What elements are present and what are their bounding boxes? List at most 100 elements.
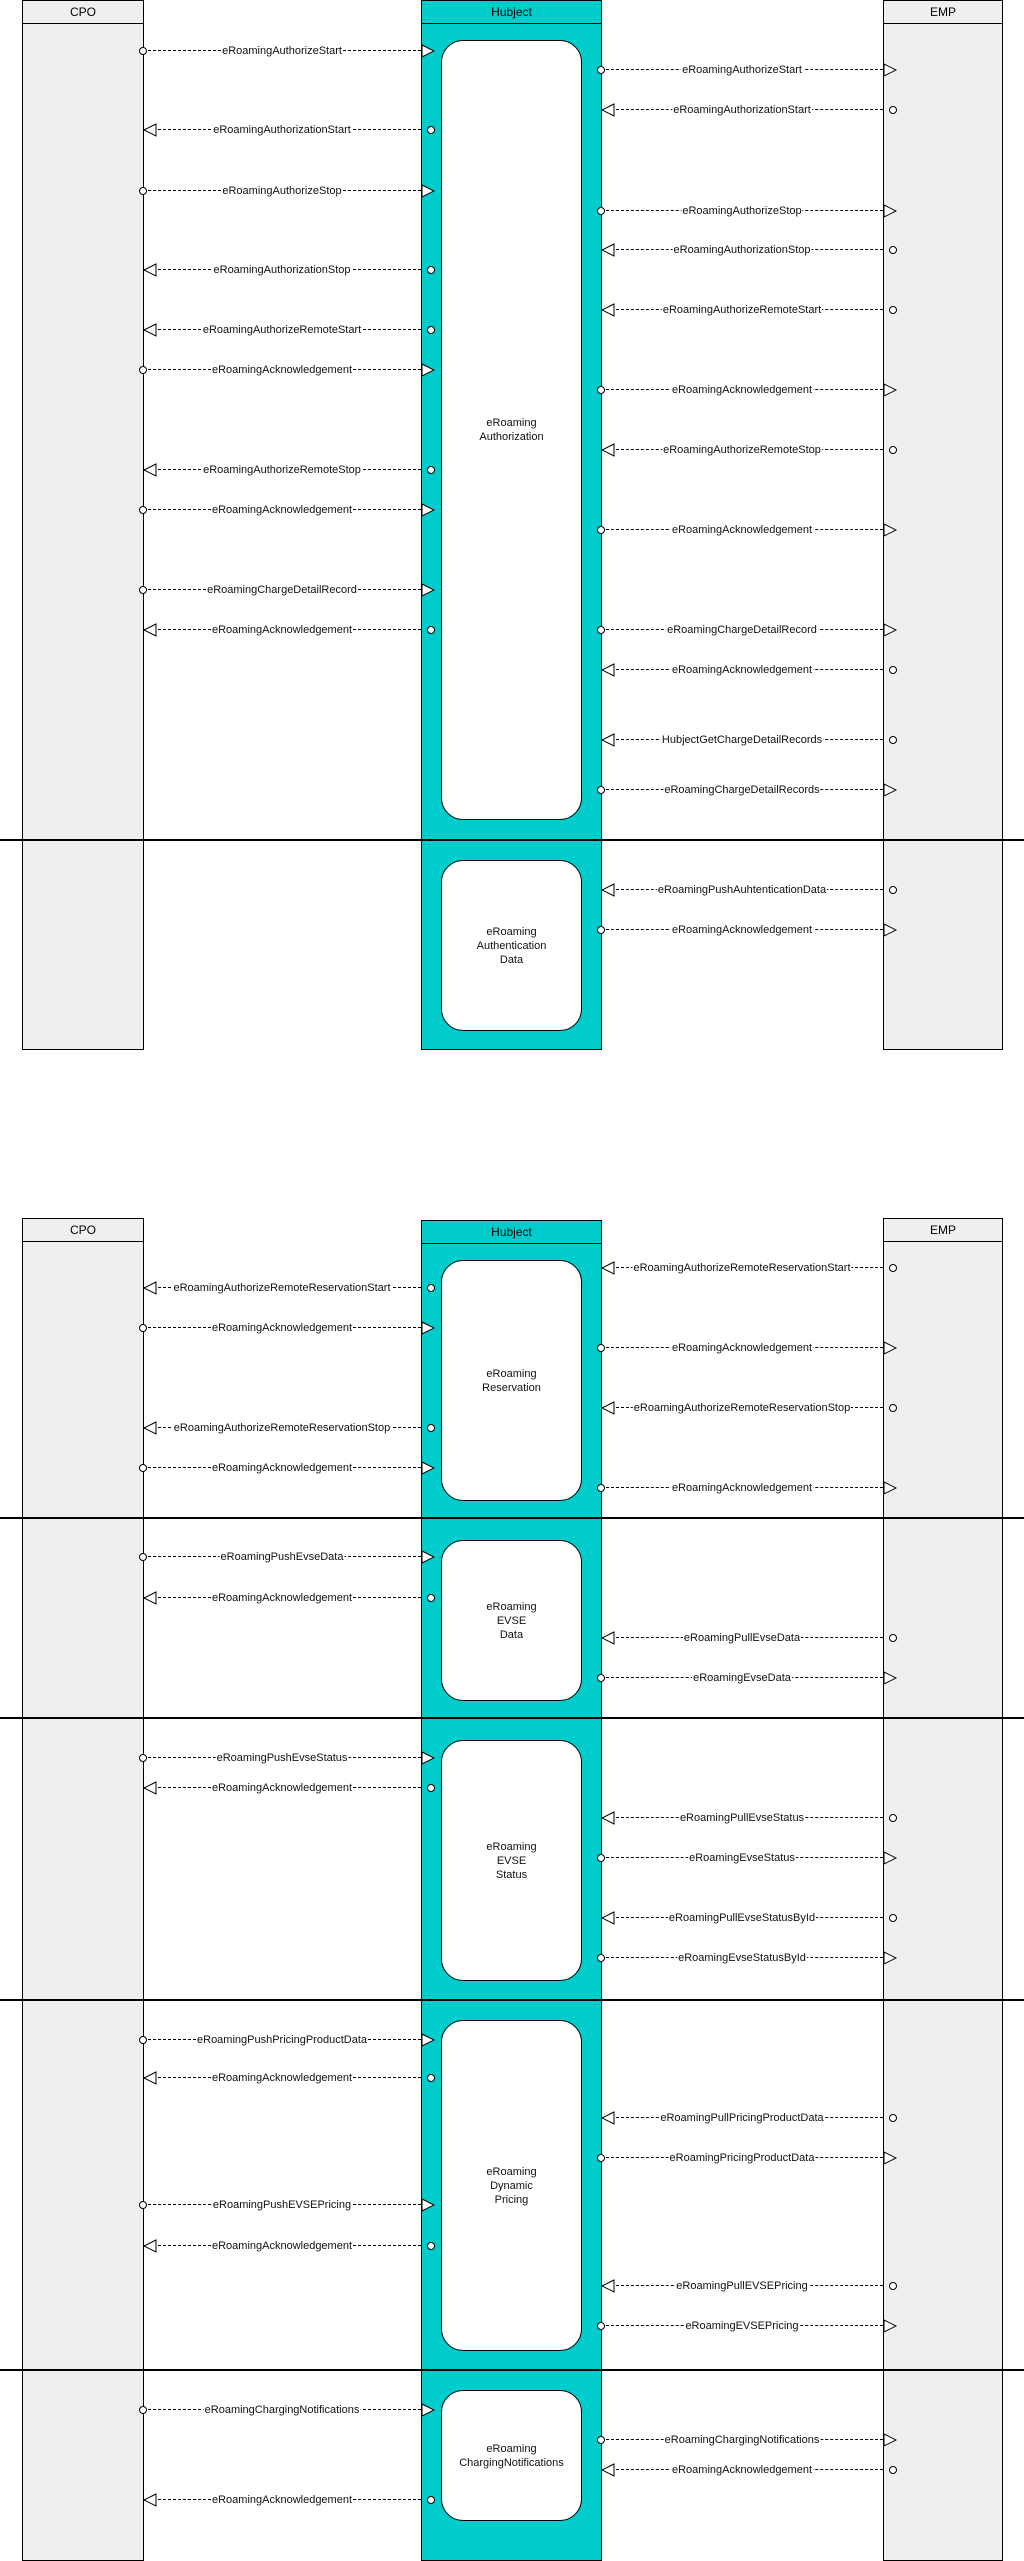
circle-end-icon — [139, 2406, 147, 2414]
message-label: eRoamingPushAuhtenticationData — [656, 883, 828, 897]
emp-lane: EMP — [883, 1218, 1003, 2561]
circle-end-icon — [427, 626, 435, 634]
message-label: eRoamingEvseStatus — [688, 1851, 796, 1865]
message-arrow: eRoamingAuthorizationStart — [143, 123, 435, 137]
open-arrowhead-icon — [883, 383, 897, 397]
open-arrowhead-icon — [883, 2319, 897, 2333]
section-divider — [0, 1717, 1024, 1719]
message-arrow: eRoamingAuthorizeRemoteReservationStart — [601, 1261, 897, 1275]
open-arrowhead-icon — [421, 503, 435, 517]
message-label: eRoamingAuthorizeRemoteStop — [662, 443, 822, 457]
message-arrow: eRoamingPullEvseStatusById — [601, 1911, 897, 1925]
message-arrow: eRoamingPullPricingProductData — [601, 2111, 897, 2125]
message-arrow: eRoamingPricingProductData — [597, 2151, 897, 2165]
message-arrow: eRoamingAcknowledgement — [143, 2493, 435, 2507]
open-arrowhead-icon — [883, 2151, 897, 2165]
message-label: eRoamingPullPricingProductData — [659, 2111, 825, 2125]
section-divider — [0, 1517, 1024, 1519]
open-arrowhead-icon — [421, 2033, 435, 2047]
open-arrowhead-icon — [883, 1671, 897, 1685]
message-label: eRoamingAuthorizeStart — [221, 44, 343, 58]
message-arrow: eRoamingAuthorizeRemoteStart — [143, 323, 435, 337]
circle-end-icon — [139, 1754, 147, 1762]
circle-end-icon — [597, 207, 605, 215]
circle-end-icon — [889, 446, 897, 454]
message-arrow: eRoamingEVSEPricing — [597, 2319, 897, 2333]
open-arrowhead-icon — [601, 2463, 615, 2477]
open-arrowhead-icon — [143, 2239, 157, 2253]
circle-end-icon — [889, 306, 897, 314]
open-arrowhead-icon — [143, 2071, 157, 2085]
message-label: eRoamingChargeDetailRecord — [206, 583, 358, 597]
message-arrow: eRoamingAuthorizeRemoteReservationStop — [601, 1401, 897, 1415]
message-label: eRoamingEvseStatusById — [677, 1951, 807, 1965]
message-arrow: eRoamingPushEVSEPricing — [139, 2198, 435, 2212]
circle-end-icon — [597, 1954, 605, 1962]
open-arrowhead-icon — [143, 1421, 157, 1435]
message-arrow: eRoamingAcknowledgement — [139, 1461, 435, 1475]
message-label: eRoamingAcknowledgement — [210, 1321, 354, 1335]
message-arrow: eRoamingPullEvseStatus — [601, 1811, 897, 1825]
circle-end-icon — [139, 187, 147, 195]
message-arrow: eRoamingAcknowledgement — [143, 2071, 435, 2085]
message-arrow: eRoamingAuthorizationStop — [143, 263, 435, 277]
message-arrow: eRoamingAuthorizeStart — [139, 44, 435, 58]
message-arrow: eRoamingAcknowledgement — [143, 1591, 435, 1605]
circle-end-icon — [427, 1424, 435, 1432]
message-label: eRoamingAuthorizeStop — [221, 184, 343, 198]
message-label: eRoamingAcknowledgement — [210, 503, 354, 517]
circle-end-icon — [889, 1814, 897, 1822]
message-arrow: eRoamingChargeDetailRecord — [139, 583, 435, 597]
circle-end-icon — [889, 1914, 897, 1922]
message-arrow: eRoamingChargeDetailRecords — [597, 783, 897, 797]
open-arrowhead-icon — [421, 2198, 435, 2212]
message-arrow: eRoamingAuthorizationStart — [601, 103, 897, 117]
message-label: eRoamingAuthorizeRemoteStart — [201, 323, 363, 337]
message-arrow: eRoamingAcknowledgement — [139, 503, 435, 517]
message-label: eRoamingPushEvseStatus — [215, 1751, 349, 1765]
message-arrow: eRoamingChargingNotifications — [597, 2433, 897, 2447]
section-box-authorization: eRoaming Authorization — [441, 40, 582, 820]
message-arrow: eRoamingEvseStatusById — [597, 1951, 897, 1965]
circle-end-icon — [889, 2114, 897, 2122]
open-arrowhead-icon — [601, 1811, 615, 1825]
circle-end-icon — [139, 2201, 147, 2209]
cpo-lane-header: CPO — [23, 1219, 143, 1242]
message-arrow: eRoamingPullEVSEPricing — [601, 2279, 897, 2293]
circle-end-icon — [139, 47, 147, 55]
circle-end-icon — [427, 1284, 435, 1292]
circle-end-icon — [889, 736, 897, 744]
section-box-evse-data: eRoaming EVSE Data — [441, 1540, 582, 1701]
circle-end-icon — [889, 106, 897, 114]
circle-end-icon — [889, 246, 897, 254]
message-arrow: eRoamingAcknowledgement — [143, 623, 435, 637]
message-label: eRoamingAcknowledgement — [210, 363, 354, 377]
message-label: HubjectGetChargeDetailRecords — [660, 733, 824, 747]
open-arrowhead-icon — [421, 44, 435, 58]
message-arrow: eRoamingEvseData — [597, 1671, 897, 1685]
circle-end-icon — [597, 1344, 605, 1352]
open-arrowhead-icon — [143, 1781, 157, 1795]
message-arrow: eRoamingEvseStatus — [597, 1851, 897, 1865]
message-arrow: eRoamingAcknowledgement — [143, 1781, 435, 1795]
message-arrow: eRoamingAuthorizeRemoteStop — [601, 443, 897, 457]
section-box-reservation: eRoaming Reservation — [441, 1260, 582, 1501]
message-arrow: eRoamingAuthorizeRemoteStart — [601, 303, 897, 317]
message-arrow: eRoamingPushPricingProductData — [139, 2033, 435, 2047]
message-label: eRoamingAuthorizationStop — [672, 243, 812, 257]
circle-end-icon — [889, 2466, 897, 2474]
cpo-lane: CPO — [22, 1218, 144, 2561]
open-arrowhead-icon — [143, 323, 157, 337]
section-box-dynamic-pricing: eRoaming Dynamic Pricing — [441, 2020, 582, 2351]
open-arrowhead-icon — [883, 923, 897, 937]
open-arrowhead-icon — [883, 1851, 897, 1865]
message-label: eRoamingAuthorizeRemoteReservationStart — [632, 1261, 852, 1275]
message-label: eRoamingPullEvseStatusById — [667, 1911, 817, 1925]
circle-end-icon — [597, 66, 605, 74]
circle-end-icon — [139, 586, 147, 594]
message-label: eRoamingPushEvseData — [219, 1550, 345, 1564]
emp-lane-header: EMP — [884, 1219, 1002, 1242]
message-label: eRoamingEvseData — [692, 1671, 792, 1685]
message-arrow: eRoamingAcknowledgement — [601, 663, 897, 677]
message-arrow: eRoamingAcknowledgement — [143, 2239, 435, 2253]
